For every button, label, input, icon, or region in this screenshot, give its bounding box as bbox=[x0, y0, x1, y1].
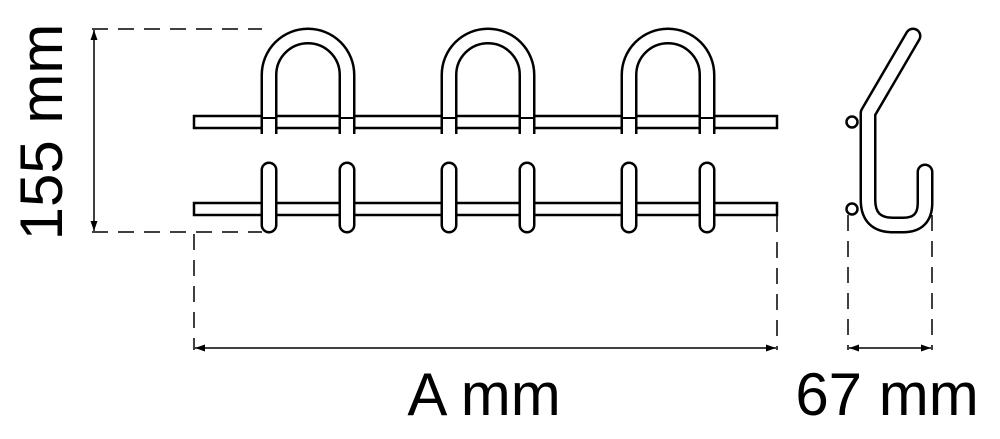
width-label: A mm bbox=[407, 361, 560, 428]
top-rail bbox=[192, 114, 779, 130]
dimension-lines bbox=[90, 28, 933, 352]
height-label: 155 mm bbox=[8, 24, 75, 241]
side-view-hook bbox=[845, 27, 934, 234]
side-rail-bottom bbox=[845, 202, 859, 216]
depth-label: 67 mm bbox=[795, 361, 978, 428]
hook-loop bbox=[260, 27, 356, 127]
hook-loop bbox=[620, 27, 716, 127]
hook-loop bbox=[440, 27, 536, 127]
front-hooks bbox=[260, 27, 716, 234]
bottom-rail bbox=[192, 201, 779, 217]
rails bbox=[192, 114, 779, 217]
side-rail-top bbox=[845, 115, 859, 129]
